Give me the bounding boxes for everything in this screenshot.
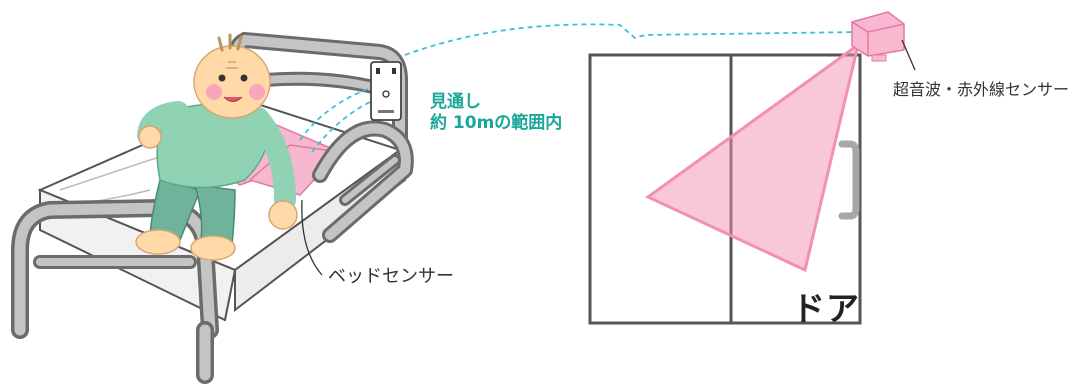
signal-path bbox=[299, 23, 859, 153]
detection-beam-icon bbox=[645, 41, 861, 273]
sensor-leader-line bbox=[901, 39, 916, 71]
ultrasonic-sensor-label: 超音波・赤外線センサー bbox=[893, 80, 1070, 99]
door-label: ドア bbox=[792, 289, 860, 328]
range-label-line2: 約 10mの範囲内 bbox=[430, 113, 563, 133]
receiver-icon bbox=[370, 61, 402, 121]
range-label-line1: 見通し bbox=[430, 92, 481, 112]
sensor-icon bbox=[851, 11, 905, 62]
bed-sensor-leader-line bbox=[301, 199, 323, 276]
bed-sensor-label: ベッドセンサー bbox=[328, 266, 454, 287]
patient-icon bbox=[135, 33, 298, 261]
